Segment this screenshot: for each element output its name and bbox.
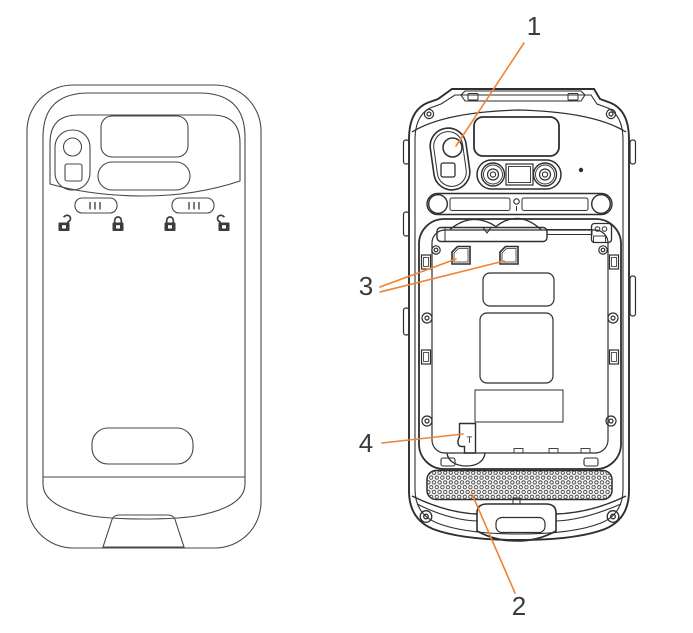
battery-recess-large: [479, 312, 554, 384]
microsd-card-slot: T: [457, 422, 477, 454]
top-rib-cap-left: [467, 93, 479, 101]
callout-lines: [379, 42, 525, 594]
corner-screws-top: [423, 108, 617, 120]
floor-ticks: [513, 448, 591, 454]
left-upper-recess: [97, 161, 191, 191]
battery-recess-small: [482, 272, 555, 307]
callout-label-2: 2: [511, 591, 527, 621]
locked-icon-right: [164, 216, 176, 231]
callout-line-3a: [379, 258, 457, 288]
locked-icon-left: [112, 216, 124, 231]
top-rib: [460, 90, 586, 102]
right-outer-shell: [408, 88, 630, 541]
rail-screws: [421, 245, 619, 427]
chin-seam-right: [555, 495, 627, 515]
battery-recess-lower: [474, 389, 564, 423]
imager-assembly: [476, 159, 562, 190]
callout-label-4: 4: [358, 428, 374, 458]
chin-seam-left: [411, 495, 478, 515]
battery-header-bar: [426, 192, 613, 216]
left-bottom-boss: [102, 514, 185, 548]
microphone-hole: [578, 167, 584, 173]
sim-card-slot-1: [451, 245, 471, 265]
cover-latch-slider-left: [74, 197, 118, 214]
bottom-latch: [476, 497, 557, 542]
scanner-window: [473, 116, 560, 157]
unlocked-icon-right: [216, 214, 230, 231]
callout-label-3: 3: [358, 271, 374, 301]
left-camera-lens: [62, 137, 83, 157]
rear-camera-lens: [442, 137, 463, 158]
cover-latch-slider-right: [171, 197, 215, 214]
device-back-cover-installed: [26, 84, 262, 549]
corner-screws-bottom: [419, 510, 620, 523]
battery-well-outer: [418, 218, 622, 470]
callout-line-3b: [379, 260, 505, 293]
rail-slots: [420, 254, 620, 365]
cover-boss-right: [591, 193, 612, 214]
device-back-cover-removed: T: [402, 88, 637, 542]
chin-seam-left-lower: [416, 503, 478, 522]
battery-latch-bar: [436, 222, 613, 244]
left-back-cover-outline: [42, 92, 246, 520]
chin-seam-right-lower: [555, 503, 622, 522]
callout-line-4: [381, 433, 464, 444]
rear-camera-module: [429, 127, 471, 191]
left-top-panel: [49, 114, 241, 197]
unlocked-icon-left: [58, 214, 72, 231]
callout-line-2: [471, 493, 516, 594]
callout-label-1: 1: [526, 11, 542, 41]
left-camera-pod: [54, 129, 91, 191]
finger-scoop: [446, 452, 486, 467]
cover-boss-left: [428, 193, 449, 214]
frame-tab-right: [583, 457, 599, 467]
speaker-grille: [426, 469, 613, 501]
flash-window: [440, 162, 456, 178]
microsd-slot-marking: T: [467, 435, 473, 446]
callout-line-1: [455, 42, 525, 147]
left-scanner-window: [100, 115, 189, 158]
left-outer-shell: [26, 84, 262, 549]
top-rib-cap-right: [567, 93, 579, 101]
frame-tab-left: [440, 457, 456, 467]
side-buttons: [402, 139, 637, 336]
battery-cam-lobes: [449, 217, 542, 230]
right-inner-shell-line: [414, 94, 624, 535]
top-collar-seam: [411, 109, 627, 133]
left-strap-slot: [91, 427, 194, 465]
left-flash-window: [64, 163, 83, 182]
